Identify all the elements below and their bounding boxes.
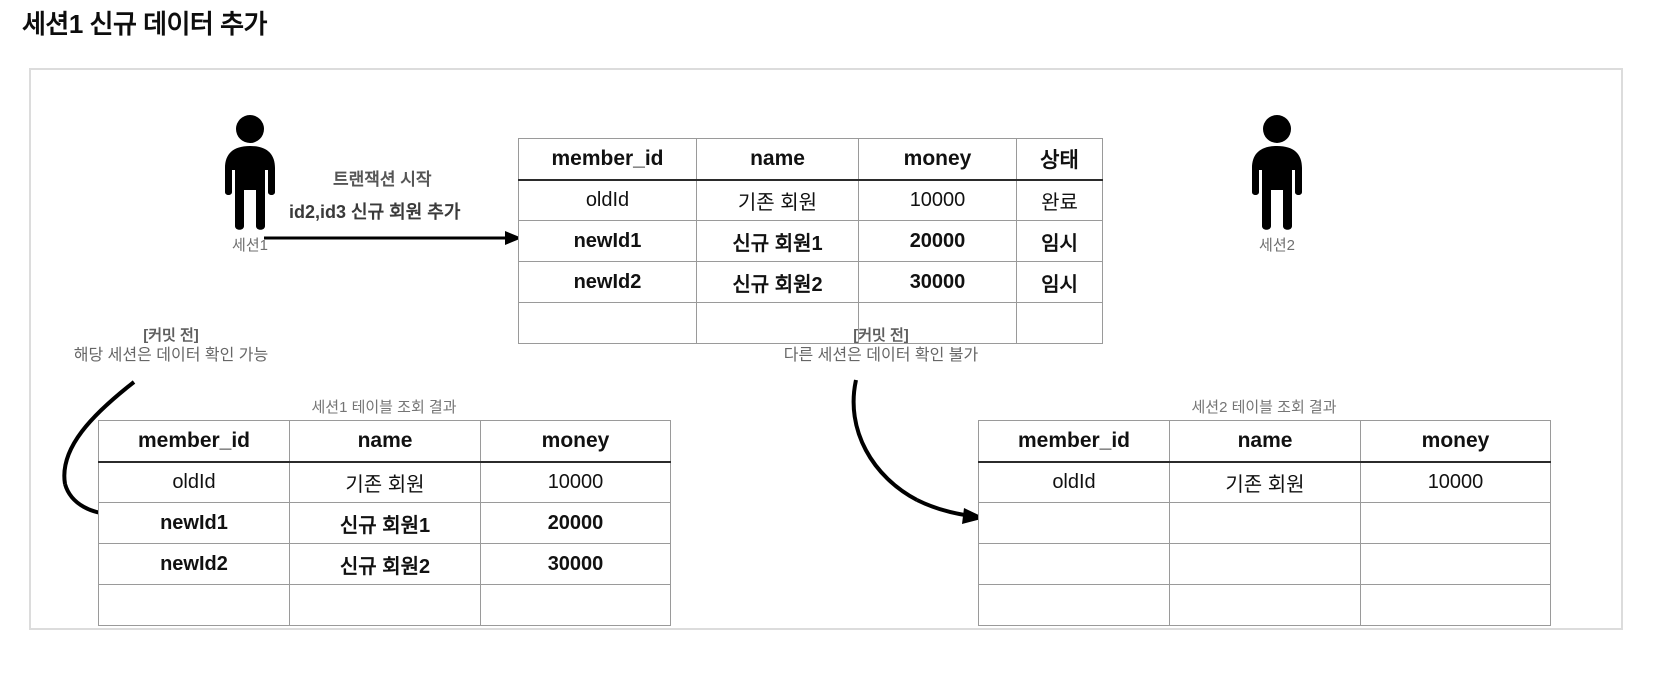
column-header-status: 상태 [1016, 138, 1103, 181]
result-right-caption: 세션2 테이블 조회 결과 [1191, 399, 1337, 416]
curved-arrow-down-icon [851, 379, 985, 524]
cell-name [696, 302, 859, 344]
cell-name [289, 584, 481, 626]
cell-status: 임시 [1016, 261, 1103, 303]
table-row: newId1 신규 회원1 20000 임시 [518, 220, 1103, 262]
table-row-empty [978, 502, 1551, 544]
note-left-head: [커밋 전] [143, 327, 199, 344]
table-row-empty [978, 543, 1551, 585]
cell-money [1360, 584, 1551, 626]
table-header-row: member_id name money [978, 420, 1551, 463]
cell-money: 20000 [858, 220, 1017, 262]
column-header-name: name [289, 420, 481, 463]
session1-result-table: member_id name money oldId 기존 회원 10000 n… [98, 420, 671, 626]
cell-money: 30000 [480, 543, 671, 585]
flow-label-transaction-start: 트랜잭션 시작 [333, 170, 432, 189]
cell-member-id: newId1 [518, 220, 697, 262]
session2-actor: 세션2 [1240, 114, 1314, 254]
cell-member-id: newId1 [98, 502, 290, 544]
cell-name [1169, 502, 1361, 544]
cell-name: 기존 회원 [289, 461, 481, 503]
table-row-empty [98, 584, 671, 626]
note-right-head: [커밋 전] [853, 327, 909, 344]
diagram-frame: 세션1 세션2 트랜잭션 시작 id2,id3 신규 회원 추가 member_… [29, 68, 1623, 630]
cell-member-id: newId2 [518, 261, 697, 303]
person-icon [1252, 115, 1302, 230]
cell-money [1360, 502, 1551, 544]
table-row-empty [978, 584, 1551, 626]
cell-name: 신규 회원1 [696, 220, 859, 262]
result-left-caption: 세션1 테이블 조회 결과 [311, 399, 457, 416]
cell-member-id [978, 584, 1170, 626]
column-header-money: money [1360, 420, 1551, 463]
column-header-member-id: member_id [978, 420, 1170, 463]
note-right: [커밋 전] 다른 세션은 데이터 확인 불가 [731, 326, 1031, 366]
cell-money: 30000 [858, 261, 1017, 303]
table-row: newId1 신규 회원1 20000 [98, 502, 671, 544]
cell-name: 신규 회원1 [289, 502, 481, 544]
cell-member-id [518, 302, 697, 344]
cell-money: 10000 [480, 461, 671, 503]
table-row: oldId 기존 회원 10000 [98, 461, 671, 503]
table-row-empty [518, 302, 1103, 344]
cell-name: 기존 회원 [696, 179, 859, 221]
session1-actor: 세션1 [213, 114, 287, 254]
cell-name [1169, 543, 1361, 585]
person-icon [225, 115, 275, 230]
table-row: newId2 신규 회원2 30000 임시 [518, 261, 1103, 303]
cell-member-id [978, 543, 1170, 585]
cell-money [480, 584, 671, 626]
column-header-name: name [1169, 420, 1361, 463]
column-header-member-id: member_id [518, 138, 697, 181]
table-row: oldId 기존 회원 10000 [978, 461, 1551, 503]
cell-member-id: oldId [518, 179, 697, 221]
cell-name [1169, 584, 1361, 626]
note-right-body: 다른 세션은 데이터 확인 불가 [783, 347, 979, 364]
cell-status: 완료 [1016, 179, 1103, 221]
session1-actor-label: 세션1 [232, 237, 268, 254]
cell-status: 임시 [1016, 220, 1103, 262]
cell-money [1360, 543, 1551, 585]
table-header-row: member_id name money [98, 420, 671, 463]
session1-transaction-table: member_id name money 상태 oldId 기존 회원 1000… [518, 138, 1103, 344]
note-left-body: 해당 세션은 데이터 확인 가능 [73, 347, 269, 364]
table-row: newId2 신규 회원2 30000 [98, 543, 671, 585]
note-left: [커밋 전] 해당 세션은 데이터 확인 가능 [31, 326, 311, 366]
cell-money: 10000 [1360, 461, 1551, 503]
note-right-arrow [821, 372, 1001, 532]
column-header-money: money [858, 138, 1017, 181]
cell-name: 기존 회원 [1169, 461, 1361, 503]
table-header-row: member_id name money 상태 [518, 138, 1103, 181]
cell-member-id: oldId [978, 461, 1170, 503]
session2-actor-label: 세션2 [1259, 237, 1295, 254]
cell-member-id: oldId [98, 461, 290, 503]
flow-label-insert-members: id2,id3 신규 회원 추가 [289, 202, 461, 222]
table-row: oldId 기존 회원 10000 완료 [518, 179, 1103, 221]
session2-result-table: member_id name money oldId 기존 회원 10000 [978, 420, 1551, 626]
column-header-name: name [696, 138, 859, 181]
cell-name: 신규 회원2 [696, 261, 859, 303]
page-title: 세션1 신규 데이터 추가 [22, 9, 267, 39]
cell-money: 20000 [480, 502, 671, 544]
cell-money: 10000 [858, 179, 1017, 221]
cell-name: 신규 회원2 [289, 543, 481, 585]
column-header-member-id: member_id [98, 420, 290, 463]
cell-status [1016, 302, 1103, 344]
flow-arrow [264, 228, 522, 248]
cell-member-id [978, 502, 1170, 544]
cell-member-id: newId2 [98, 543, 290, 585]
cell-member-id [98, 584, 290, 626]
column-header-money: money [480, 420, 671, 463]
arrow-right-icon [264, 231, 522, 245]
